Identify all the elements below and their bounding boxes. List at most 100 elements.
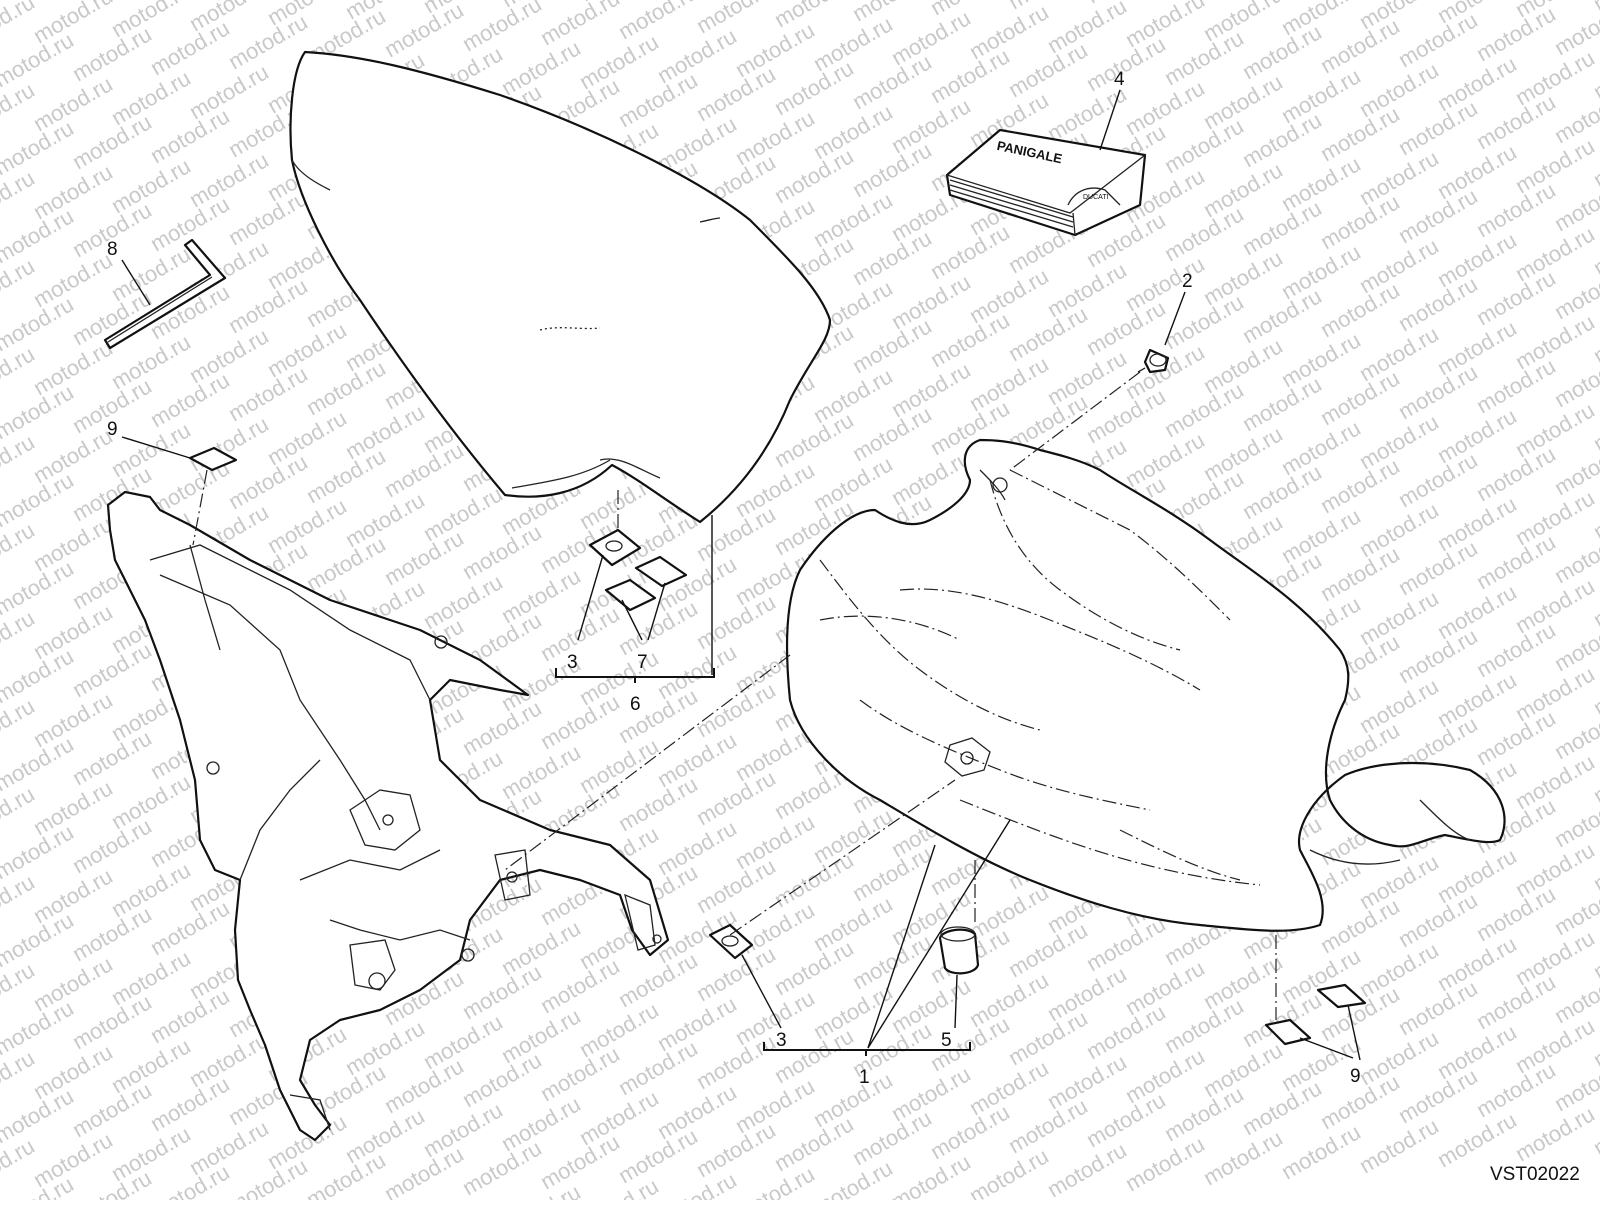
callout-6: 6 (630, 694, 641, 715)
watermark-text: motod.ru (809, 11, 897, 76)
watermark-text: motod.ru (419, 481, 507, 546)
watermark-text: motod.ru (1589, 919, 1600, 984)
watermark-text: motod.ru (1355, 1025, 1443, 1090)
watermark-text: motod.ru (1355, 57, 1443, 122)
watermark-text: motod.ru (731, 105, 819, 170)
watermark-text: motod.ru (497, 739, 585, 804)
watermark-text: motod.ru (653, 1167, 741, 1200)
watermark-text: motod.ru (887, 269, 975, 334)
watermark-text: motod.ru (497, 563, 585, 628)
watermark-text: motod.ru (1511, 749, 1599, 814)
watermark-text: motod.ru (341, 1103, 429, 1168)
watermark-text: motod.ru (809, 979, 897, 1044)
drawing-code: VST02022 (1490, 1164, 1580, 1185)
watermark-text: motod.ru (1121, 427, 1209, 492)
watermark-text: motod.ru (1550, 611, 1600, 676)
callout-1: 1 (859, 1067, 870, 1088)
watermark-text: motod.ru (1121, 1131, 1209, 1196)
watermark-text: motod.ru (1511, 309, 1599, 374)
watermark-text: motod.ru (1589, 391, 1600, 456)
watermark-text: motod.ru (1043, 1137, 1131, 1200)
watermark-text: motod.ru (1199, 245, 1287, 310)
callout-9-left: 9 (107, 419, 118, 440)
watermark-text: motod.ru (185, 147, 273, 212)
watermark-text: motod.ru (575, 733, 663, 798)
watermark-text: motod.ru (1511, 925, 1599, 990)
watermark-text: motod.ru (1199, 333, 1287, 398)
watermark-text: motod.ru (1355, 233, 1443, 298)
watermark-text: motod.ru (1511, 133, 1599, 198)
watermark-text: motod.ru (731, 1161, 819, 1200)
watermark-text: motod.ru (1550, 787, 1600, 852)
watermark-text: motod.ru (809, 187, 897, 252)
watermark-text: motod.ru (887, 973, 975, 1038)
watermark-text: motod.ru (1199, 1037, 1287, 1102)
watermark-text: motod.ru (1589, 1095, 1600, 1160)
watermark-text: motod.ru (575, 997, 663, 1062)
watermark-text: motod.ru (29, 687, 117, 752)
watermark-text: motod.ru (1550, 875, 1600, 940)
watermark-text: motod.ru (1121, 1043, 1209, 1108)
callout-8: 8 (107, 239, 118, 260)
watermark-text: motod.ru (809, 99, 897, 164)
watermark-text: motod.ru (497, 35, 585, 100)
watermark-text: motod.ru (185, 323, 273, 388)
watermark-text: motod.ru (29, 863, 117, 928)
watermark-text: motod.ru (107, 1121, 195, 1186)
watermark-text: motod.ru (965, 1143, 1053, 1200)
watermark-text: motod.ru (1121, 75, 1209, 140)
watermark-text: motod.ru (1355, 849, 1443, 914)
watermark-text: motod.ru (1277, 1119, 1365, 1184)
watermark-text: motod.ru (29, 775, 117, 840)
watermark-text: motod.ru (1511, 221, 1599, 286)
watermark-text: motod.ru (1511, 573, 1599, 638)
watermark-text: motod.ru (1550, 171, 1600, 236)
watermark-text: motod.ru (1511, 485, 1599, 550)
watermark-text: motod.ru (1511, 1013, 1599, 1078)
callout-7: 7 (637, 652, 648, 673)
watermark-text: motod.ru (185, 1115, 273, 1180)
watermark-text: motod.ru (1433, 51, 1521, 116)
watermark-text: motod.ru (1550, 435, 1600, 500)
callout-3-rider: 3 (776, 1030, 787, 1051)
watermark-text: motod.ru (380, 0, 468, 62)
watermark-text: motod.ru (1550, 259, 1600, 324)
watermark-text: motod.ru (1433, 1019, 1521, 1084)
watermark-text: motod.ru (1433, 579, 1521, 644)
watermark-text: motod.ru (107, 945, 195, 1010)
watermark-text: motod.ru (1199, 949, 1287, 1014)
watermark-text: motod.ru (1199, 69, 1287, 134)
watermark-text: motod.ru (1277, 415, 1365, 480)
watermark-text: motod.ru (1550, 963, 1600, 1028)
watermark-text: motod.ru (29, 1127, 117, 1192)
watermark-text: motod.ru (1511, 397, 1599, 462)
callout-4: 4 (1114, 69, 1125, 90)
watermark-text: motod.ru (419, 569, 507, 634)
watermark-text: motod.ru (1589, 215, 1600, 280)
watermark-text: motod.ru (965, 263, 1053, 328)
watermark-text: motod.ru (1355, 497, 1443, 562)
watermark-text: motod.ru (263, 493, 351, 558)
watermark-text: motod.ru (458, 0, 546, 56)
watermark-text: motod.ru (29, 951, 117, 1016)
watermark-text: motod.ru (692, 0, 780, 38)
watermark-text: motod.ru (1433, 667, 1521, 732)
watermark-text: motod.ru (107, 1033, 195, 1098)
watermark-text: motod.ru (1277, 503, 1365, 568)
watermark-text: motod.ru (1199, 157, 1287, 222)
watermark-text: motod.ru (887, 5, 975, 70)
watermark-text: motod.ru (653, 23, 741, 88)
watermark-text: motod.ru (1355, 1113, 1443, 1178)
watermark-text: motod.ru (1355, 145, 1443, 210)
watermark-text: motod.ru (653, 639, 741, 704)
watermark-text: motod.ru (1043, 81, 1131, 146)
watermark-text: motod.ru (575, 29, 663, 94)
watermark-text: motod.ru (1589, 743, 1600, 808)
watermark-text: motod.ru (1550, 347, 1600, 412)
watermark-text: motod.ru (1589, 567, 1600, 632)
watermark-text: motod.ru (1355, 585, 1443, 650)
watermark-text: motod.ru (1550, 1051, 1600, 1116)
watermark-text: motod.ru (1433, 843, 1521, 908)
watermark-text: motod.ru (1589, 1007, 1600, 1072)
watermark-text: motod.ru (107, 153, 195, 218)
